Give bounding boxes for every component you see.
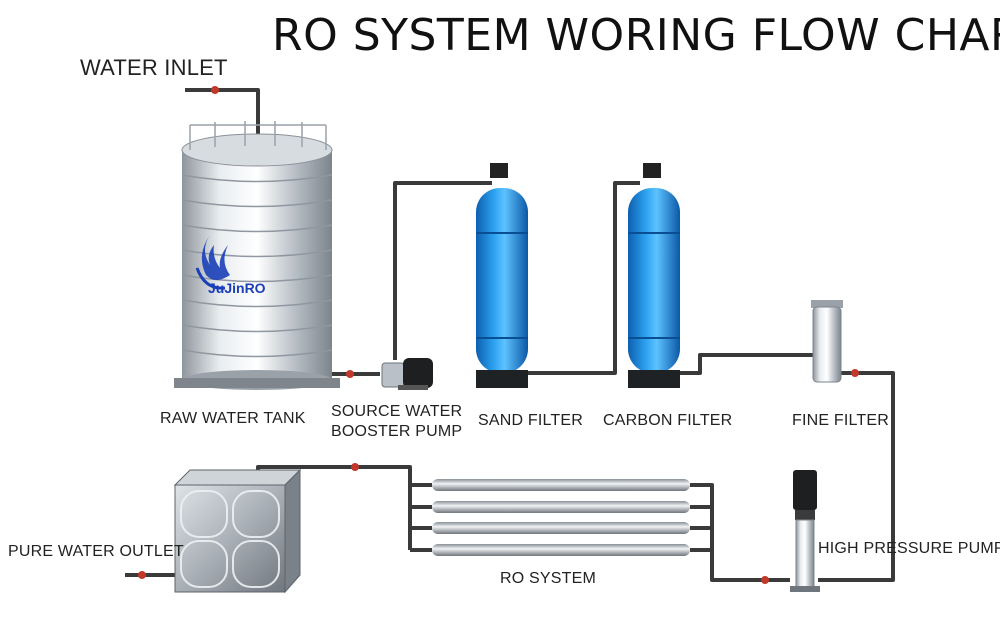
brand-logo-text: JuJinRO [208, 280, 266, 296]
raw-water-tank-label: RAW WATER TANK [160, 410, 306, 427]
pure-water-outlet-label: PURE WATER OUTLET [8, 543, 184, 560]
fine-filter-label: FINE FILTER [792, 412, 890, 429]
high-pressure-pump [790, 470, 820, 592]
water-inlet-label: WATER INLET [80, 55, 228, 80]
brand-logo-icon [195, 235, 230, 290]
carbon-filter-vessel [628, 163, 680, 388]
booster-pump [381, 358, 433, 390]
inlet-pipe [185, 88, 260, 135]
booster-pump-label-line2: BOOSTER PUMP [331, 423, 463, 440]
booster-pump-label: SOURCE WATER BOOSTER PUMP [331, 402, 463, 442]
ro-inlet-valve [351, 463, 359, 471]
valves [138, 86, 859, 584]
carbon-filter-label: CARBON FILTER [603, 412, 733, 429]
inlet-valve [211, 86, 219, 94]
pure-outlet-valve [138, 571, 146, 579]
fine-to-hpp-pipe [818, 371, 895, 582]
carbon-to-fine-pipe [680, 353, 813, 375]
ro-membrane-array [432, 479, 690, 556]
fine-out-valve [851, 369, 859, 377]
tank-railing [189, 121, 327, 150]
sand-to-carbon-pipe [528, 181, 640, 375]
high-pressure-pump-label: HIGH PRESSURE PUMP [818, 540, 1000, 557]
pump-to-sand-pipe [393, 181, 492, 360]
fine-filter-housing [811, 300, 843, 383]
hpp-to-ro-pipe [695, 483, 790, 582]
sand-filter-label: SAND FILTER [478, 412, 584, 429]
ro-system-label: RO SYSTEM [500, 570, 597, 587]
hpp-valve [761, 576, 769, 584]
sand-filter-vessel [476, 163, 528, 388]
ro-manifold-left [408, 480, 432, 552]
booster-pump-label-line1: SOURCE WATER [331, 403, 463, 420]
page-title: RO SYSTEM WORING FLOW CHART [272, 10, 1000, 61]
raw-water-tank [174, 121, 340, 390]
tank-outlet-valve [346, 370, 354, 378]
ro-manifold-right [690, 483, 714, 552]
pure-water-tank [173, 468, 302, 594]
